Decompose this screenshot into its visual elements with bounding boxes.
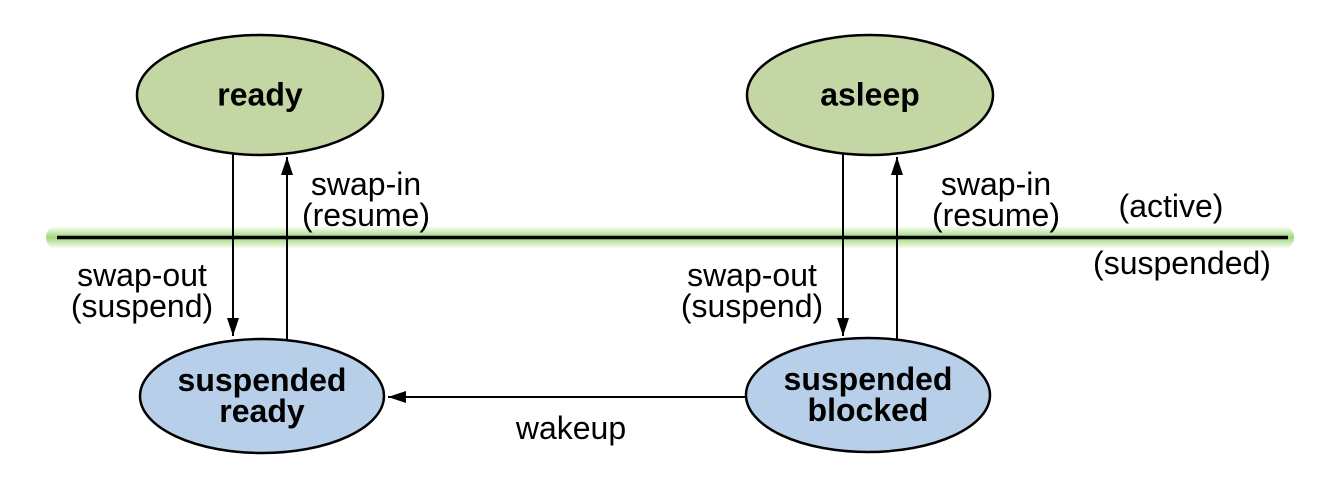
state-label-asleep: asleep: [820, 76, 920, 113]
state-ellipse-ready: [135, 33, 385, 157]
swap-in-right-line2: (resume): [931, 197, 1061, 233]
state-label-suspended-ready: suspended ready: [177, 362, 347, 429]
state-label-suspended-ready-line2: ready: [219, 393, 305, 429]
divider-label-suspended: (suspended): [1093, 245, 1271, 281]
transition-label-swap-in-right: swap-in (resume): [931, 166, 1061, 233]
state-ellipse-suspended-blocked: [744, 336, 992, 454]
swap-out-right-line2: (suspend): [680, 288, 824, 324]
state-label-asleep-text: asleep: [820, 76, 920, 113]
state-label-ready-text: ready: [217, 76, 303, 113]
state-ellipse-suspended-ready: [138, 337, 386, 455]
state-label-suspended-blocked: suspended blocked: [783, 361, 953, 428]
state-label-ready: ready: [217, 76, 303, 113]
state-label-suspended-blocked-line2: blocked: [807, 392, 929, 428]
transition-label-swap-out-left: swap-out (suspend): [70, 257, 214, 324]
state-ellipse-asleep: [745, 33, 995, 157]
swap-in-left-line2: (resume): [301, 197, 431, 233]
state-label-suspended-ready-line1: suspended: [177, 362, 347, 398]
state-label-suspended-blocked-line1: suspended: [783, 361, 953, 397]
swap-in-left-line1: swap-in: [310, 166, 422, 202]
swap-out-left-line2: (suspend): [70, 288, 214, 324]
transition-label-swap-out-right: swap-out (suspend): [680, 257, 824, 324]
swap-in-right-line1: swap-in: [940, 166, 1052, 202]
swap-out-left-line1: swap-out: [77, 257, 207, 293]
divider-label-active: (active): [1118, 188, 1224, 224]
swap-out-right-line1: swap-out: [687, 257, 817, 293]
active-text: (active): [1118, 188, 1224, 224]
suspended-text: (suspended): [1093, 245, 1271, 281]
wakeup-text: wakeup: [515, 410, 627, 446]
transition-label-wakeup: wakeup: [515, 410, 627, 446]
transition-label-swap-in-left: swap-in (resume): [301, 166, 431, 233]
